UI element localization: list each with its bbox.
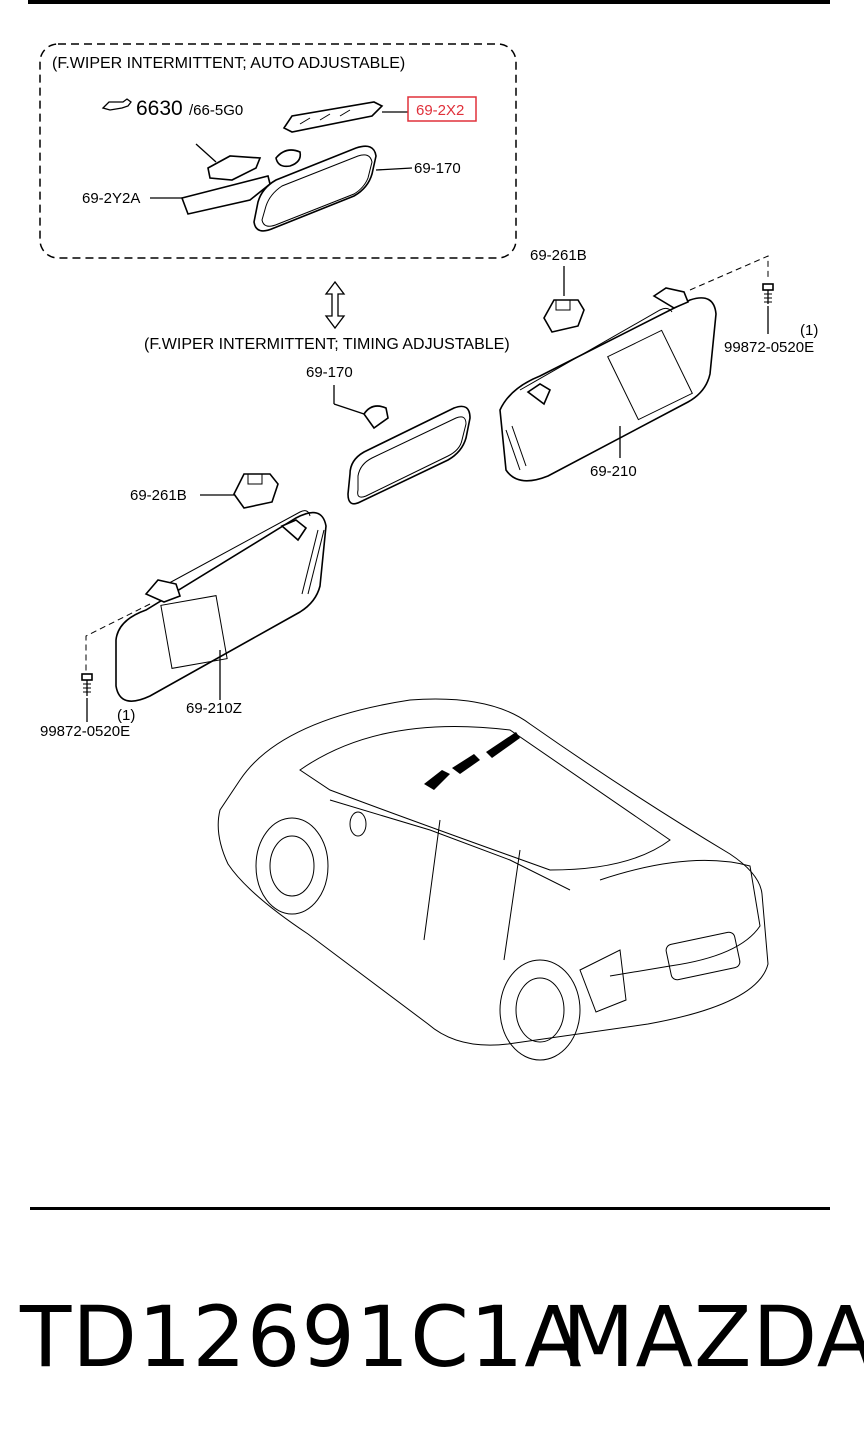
label-69-261b-left: 69-261B [130,487,187,504]
label-screw-left: 99872-0520E [40,723,130,740]
ref-section-sub: /66-5G0 [189,102,243,119]
part-69-170-auto-mirror [253,145,377,232]
caption-timing-adjustable: (F.WIPER INTERMITTENT; TIMING ADJUSTABLE… [144,336,510,353]
ref-section-number: 6630 [136,97,183,120]
highlight-box-69-2x2 [407,96,477,122]
label-screw-right: 99872-0520E [724,339,814,356]
footer-brand: MAZDA [562,1288,864,1386]
label-69-210: 69-210 [590,463,637,480]
part-69-2y2a-cover [180,175,271,215]
leader-69-170-auto [375,167,413,171]
top-rule [28,0,830,4]
footer-part-number: TD12691C1A [20,1288,583,1386]
vehicle-outline [217,698,769,1061]
part-69-2x2-cover [282,101,384,133]
label-69-2y2a: 69-2Y2A [82,190,140,207]
part-69-261b-right-clip [543,299,585,333]
part-69-170-timing-mirror [347,405,471,505]
bottom-rule [30,1207,830,1210]
label-69-170-timing: 69-170 [306,364,353,381]
part-69-261b-left-clip [233,473,279,509]
caption-auto-adjustable: (F.WIPER INTERMITTENT; AUTO ADJUSTABLE) [52,55,405,72]
label-69-261b-right: 69-261B [530,247,587,264]
part-screw-right [762,283,774,304]
reference-hand-icon [101,98,132,111]
qty-screw-right: (1) [800,322,818,339]
part-69-210-right-sun-visor [499,287,717,482]
visor-to-screw-dash-left [85,603,151,672]
mirror-mount-knob [275,149,302,168]
qty-screw-left: (1) [117,707,135,724]
part-screw-left [81,673,93,696]
either-or-arrow-icon [324,280,346,330]
part-connector-module [195,143,262,181]
label-69-210z: 69-210Z [186,700,242,717]
label-69-2x2: 69-2X2 [416,102,464,119]
part-69-210z-left-sun-visor [115,510,327,702]
label-69-170-auto: 69-170 [414,160,461,177]
visor-to-screw-dash-right [689,255,769,291]
